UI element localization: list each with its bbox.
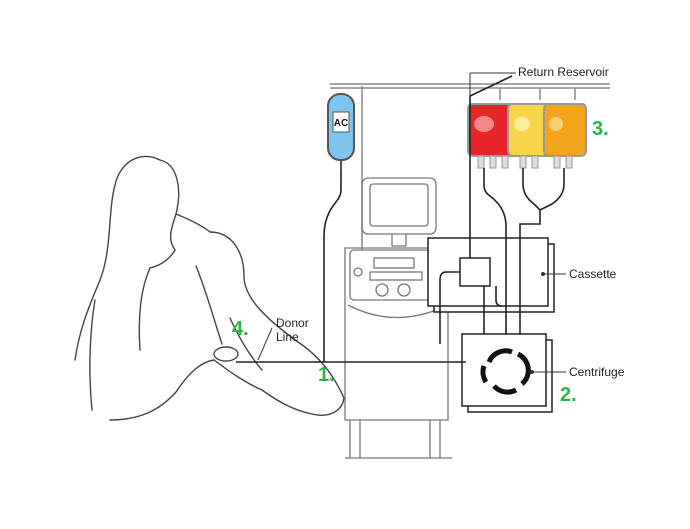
donor-figure [74,155,345,421]
tubing [236,75,565,363]
step-3-label: 3. [592,118,609,140]
step-2-label: 2. [560,384,577,406]
centrifuge [461,333,553,413]
ac-bag [327,93,355,172]
apheresis-machine [344,177,452,459]
step-4-label: 4. [232,318,249,340]
return-reservoir-label: Return Reservoir [518,65,609,79]
collection-bags [467,103,587,169]
orange-bag [543,103,587,169]
ac-bag-label: AC [334,118,348,129]
centrifuge-label: Centrifuge [569,365,625,379]
cassette-label: Cassette [569,267,617,281]
return-reservoir-box [459,257,491,287]
donor-line-label: Donor Line [276,316,309,344]
machine-monitor [361,177,437,235]
centrifuge-rotor-icon [480,348,531,395]
cassette [427,237,555,313]
step-1-label: 1. [318,364,335,386]
leader-lines [257,72,566,373]
